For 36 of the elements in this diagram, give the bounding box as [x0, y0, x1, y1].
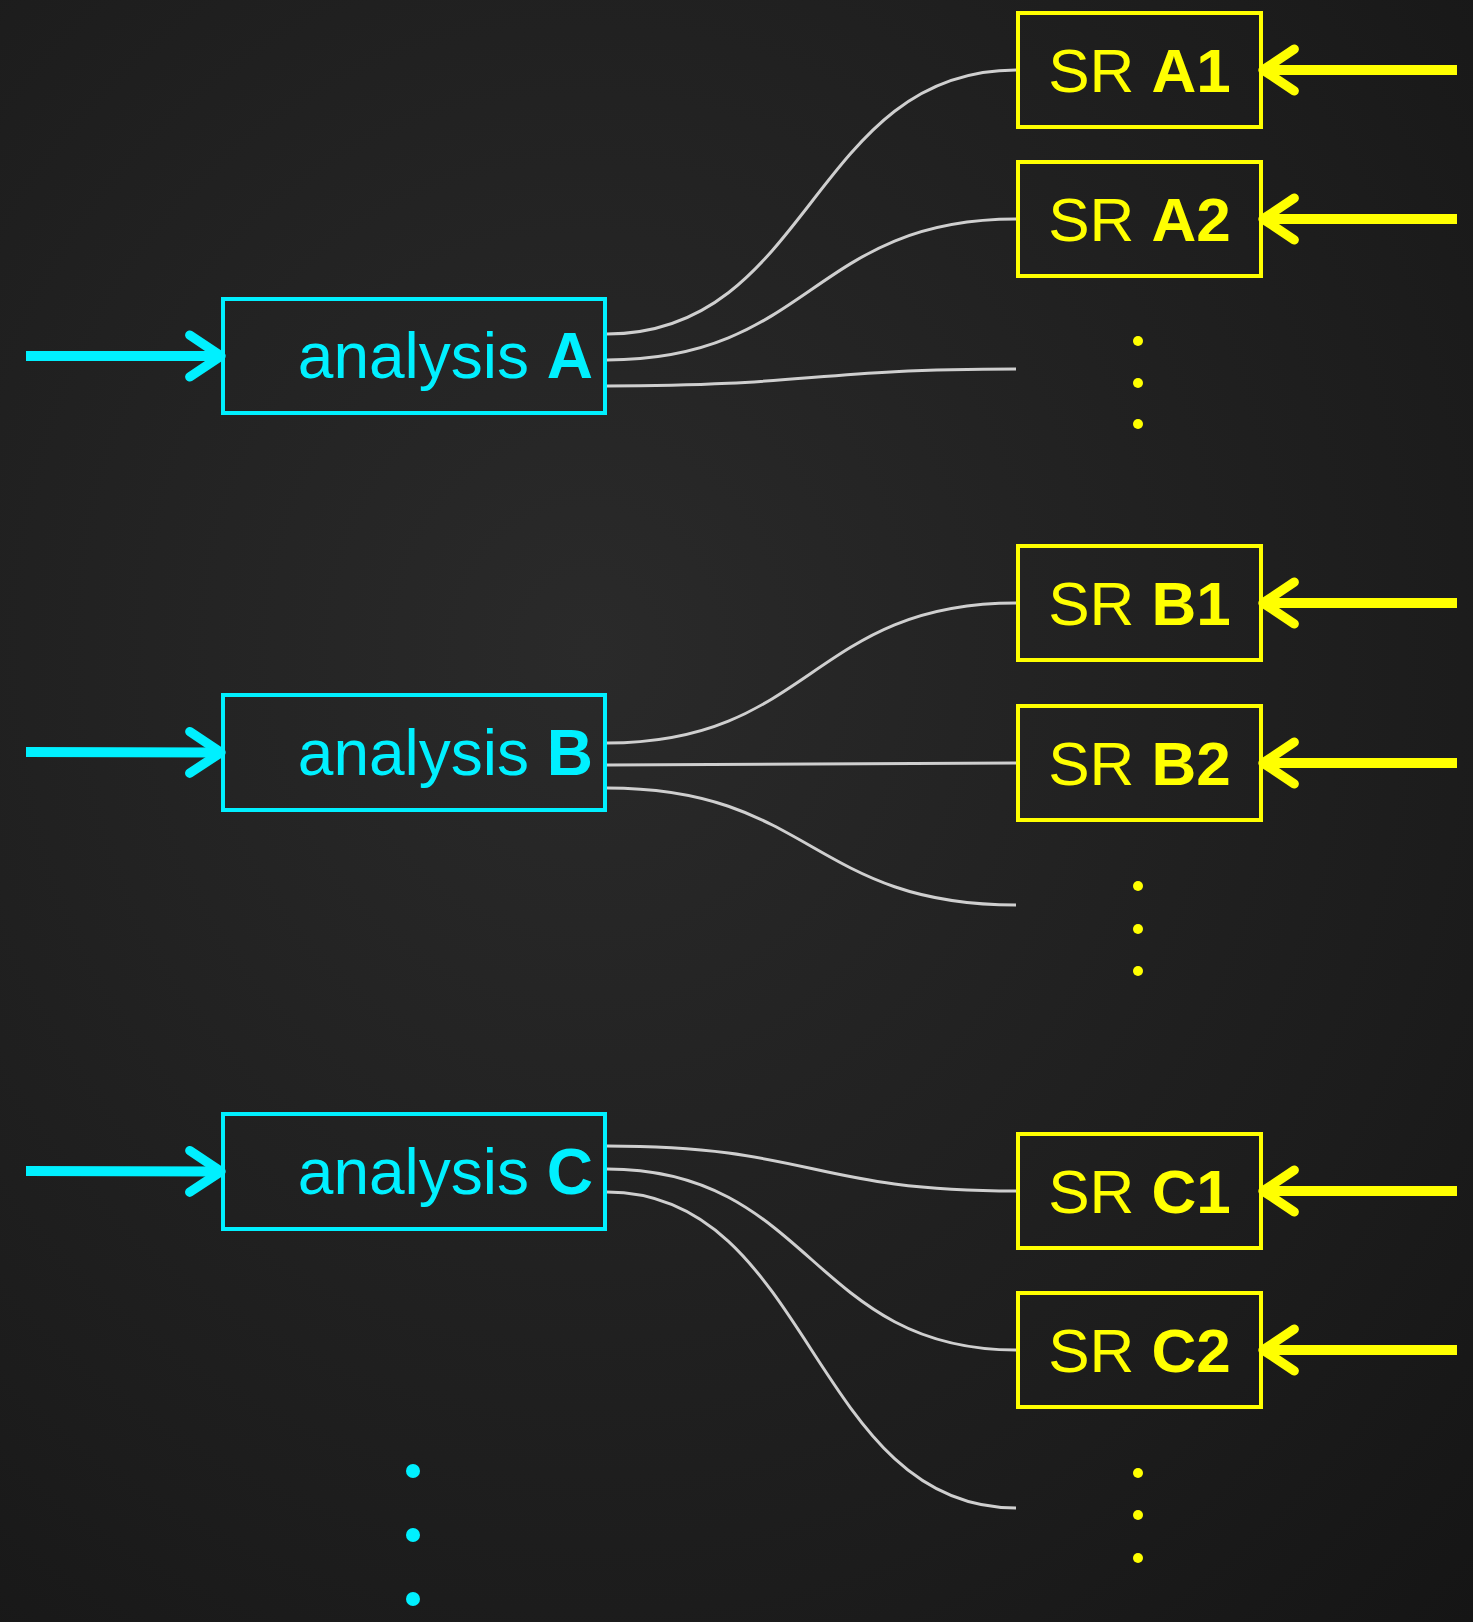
arrow	[1258, 193, 1457, 245]
arrow	[26, 726, 226, 778]
arrow	[26, 330, 226, 382]
node-label: SR C2	[1048, 1314, 1231, 1386]
sr-box	[1016, 11, 1263, 129]
connector-line	[606, 1190, 1017, 1510]
connector-line	[606, 68, 1017, 336]
node-label: SR A2	[1048, 183, 1231, 255]
node-label: analysis A	[297, 319, 593, 393]
connector-line	[607, 367, 1016, 388]
arrow	[1258, 577, 1457, 629]
node-label: analysis B	[297, 715, 593, 790]
connector-line	[607, 761, 1016, 767]
analysis-box	[221, 693, 607, 812]
node-label: SR C1	[1048, 1155, 1231, 1227]
sr-box	[1016, 1132, 1263, 1250]
analysis-box	[221, 1112, 607, 1231]
sr-box	[1016, 160, 1263, 278]
arrow	[1258, 1165, 1457, 1217]
connector-line	[606, 217, 1017, 362]
node-label: SR A1	[1048, 34, 1231, 106]
analysis-box	[221, 297, 607, 415]
arrow	[1258, 44, 1457, 96]
connector-line	[606, 601, 1017, 745]
sr-box	[1016, 1291, 1263, 1409]
node-label: analysis C	[297, 1134, 593, 1209]
sr-box	[1016, 704, 1263, 822]
arrow	[1258, 737, 1457, 789]
node-label: SR B2	[1048, 727, 1231, 799]
node-label: SR B1	[1048, 567, 1231, 639]
connector-line	[606, 786, 1017, 907]
arrow	[1258, 1324, 1457, 1376]
sr-box	[1016, 544, 1263, 662]
connector-line	[606, 1167, 1017, 1352]
connector-line	[606, 1144, 1017, 1193]
arrow	[26, 1145, 226, 1197]
